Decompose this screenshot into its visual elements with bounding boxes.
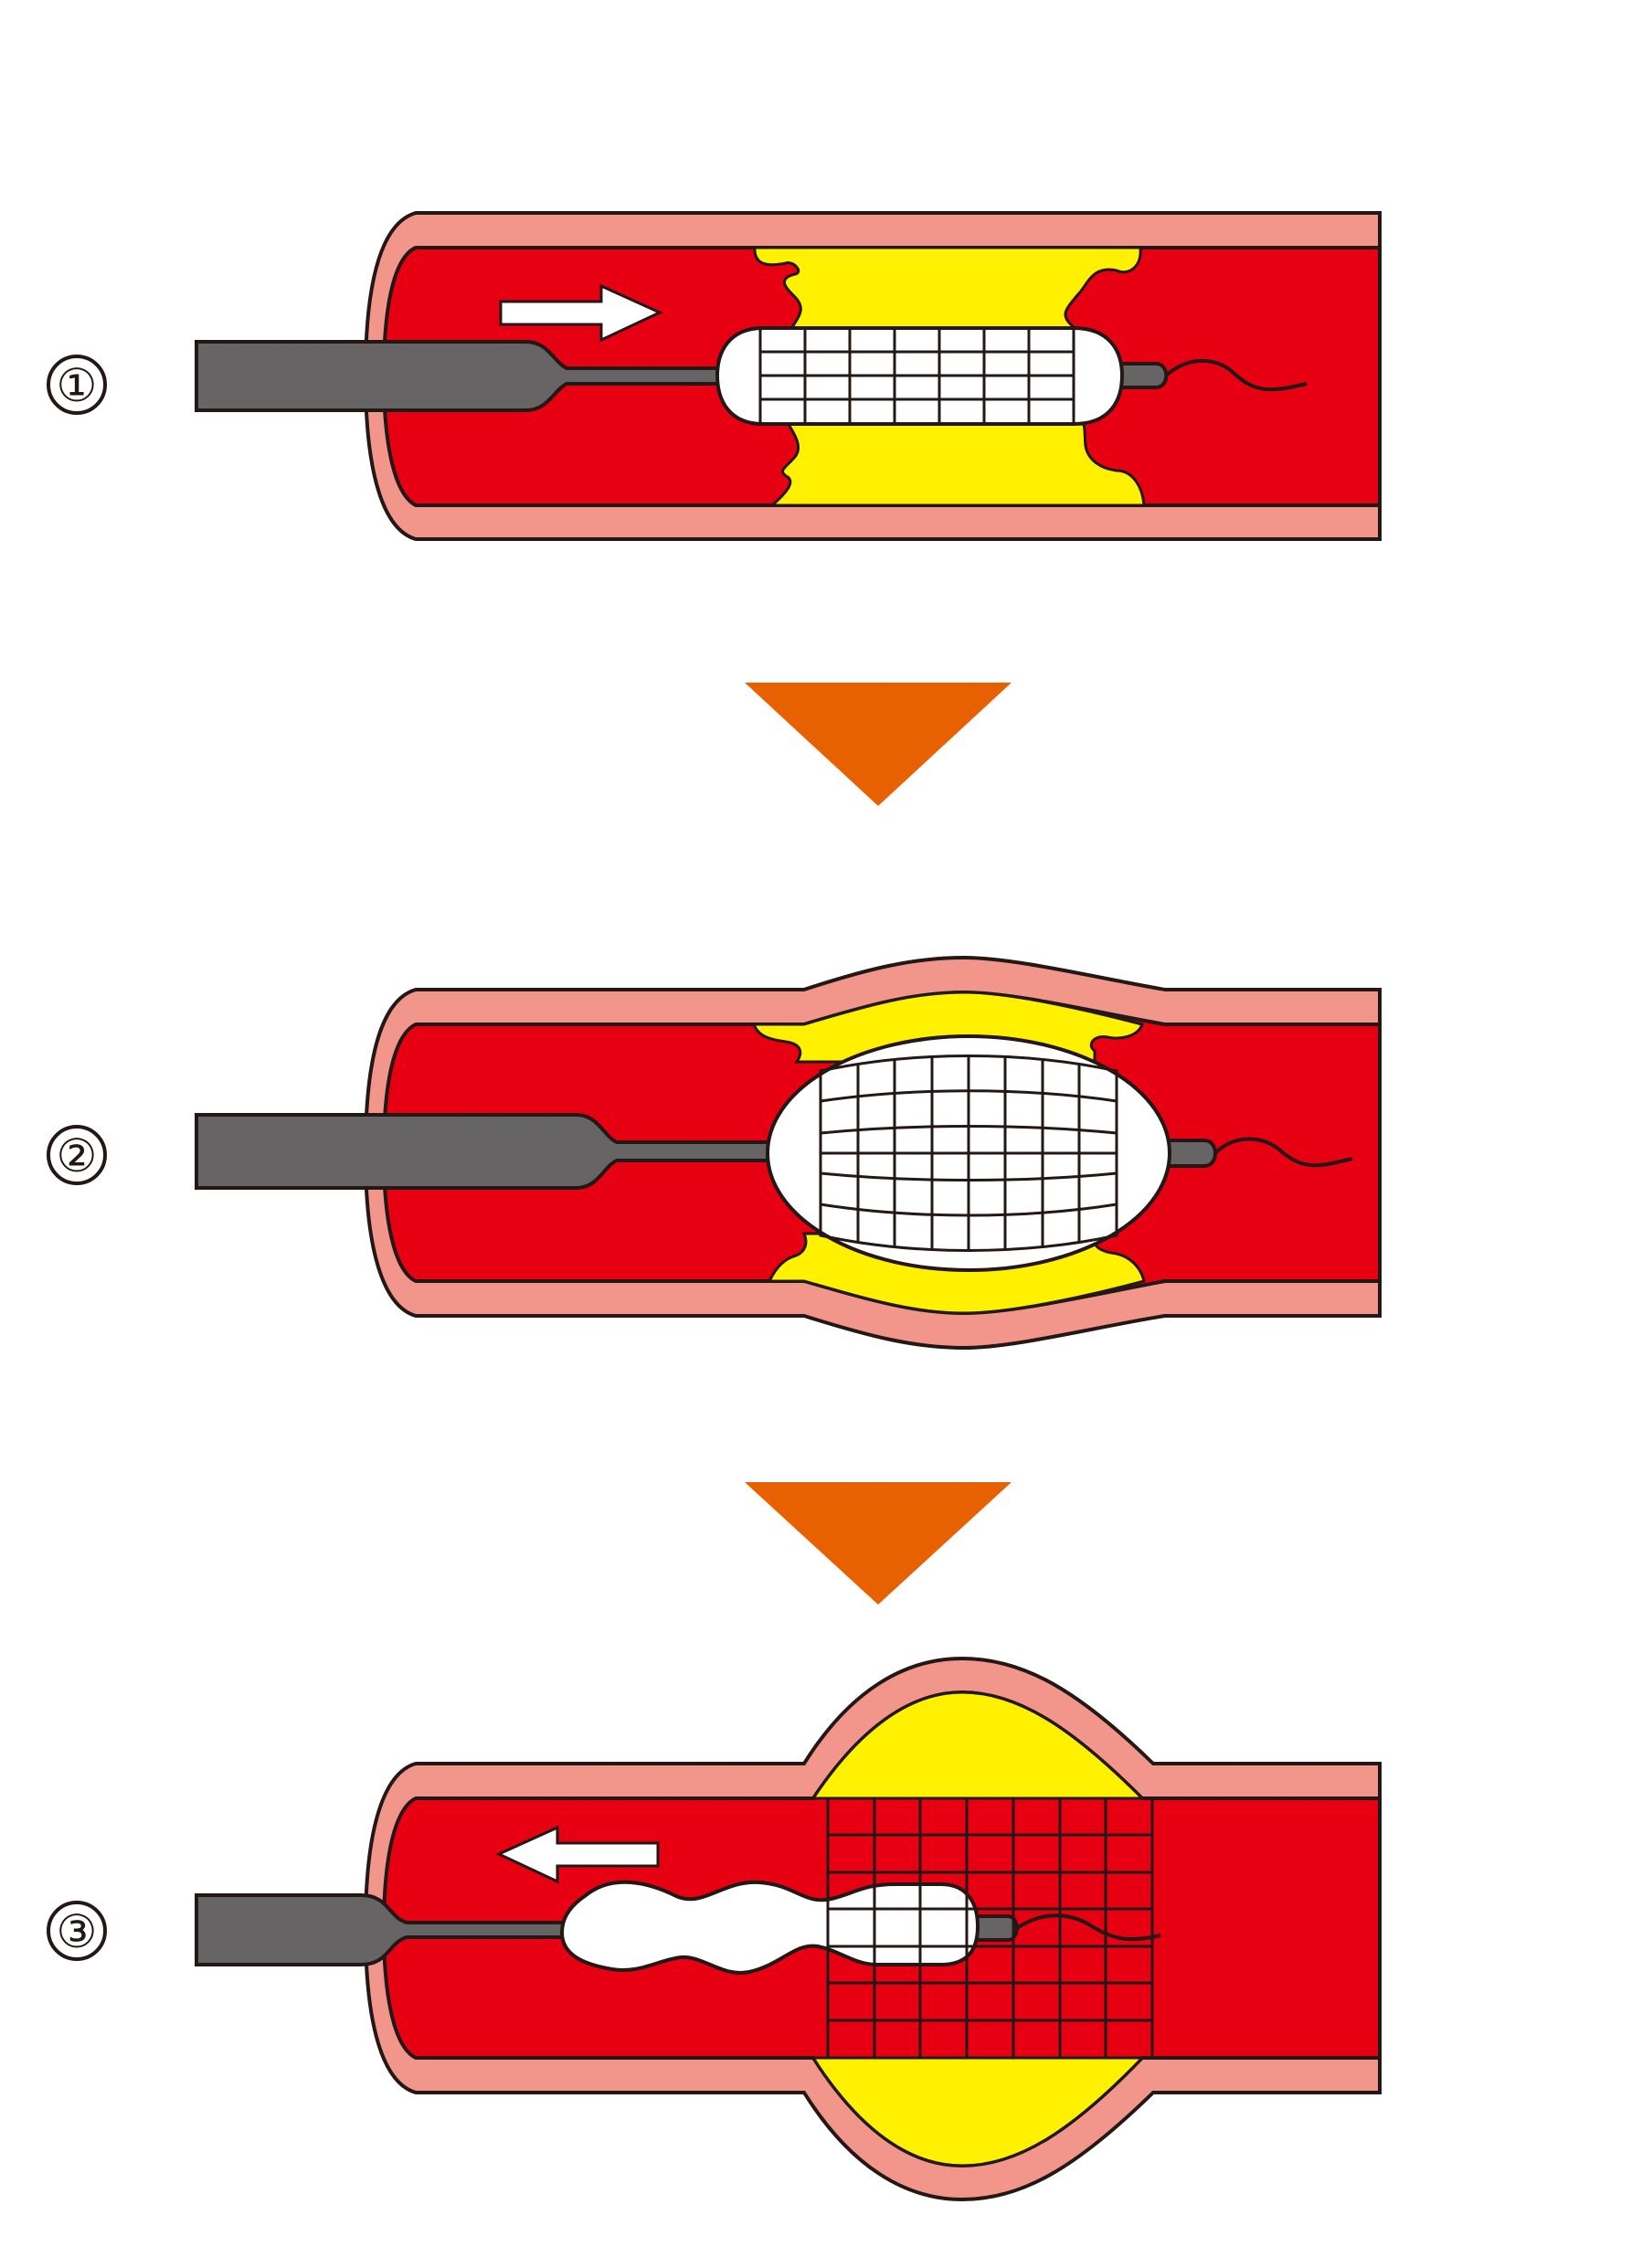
- step-2-label: ②: [57, 1129, 98, 1182]
- step-3-panel: ③: [47, 1656, 1382, 2202]
- step-1-label: ①: [57, 359, 98, 412]
- triangle-down-icon: [745, 1482, 1012, 1605]
- step-1-badge: [47, 355, 107, 415]
- triangle-down-icon: [745, 683, 1012, 806]
- step-1-panel: ①: [47, 211, 1382, 541]
- step-2-badge: [47, 1125, 107, 1185]
- step-2-panel: ②: [47, 955, 1382, 1351]
- plaque-bottom: [810, 2056, 1146, 2167]
- balloon-deflated: [559, 1880, 980, 1975]
- stent-deployed: [826, 1796, 1154, 2060]
- stent-collapsed: [758, 326, 1075, 426]
- block-arrow-icon: [495, 1825, 660, 1884]
- guidewire: [1015, 1913, 1161, 1942]
- plaque-top: [810, 1690, 1146, 1800]
- block-arrow-icon: [499, 283, 663, 343]
- guidewire: [1213, 1137, 1353, 1168]
- guidewire: [1164, 358, 1308, 392]
- stent-expanding: [819, 1055, 1118, 1252]
- step-3-label: ③: [57, 1905, 98, 1958]
- step-3-badge: [47, 1901, 107, 1961]
- plaque-top: [753, 246, 1142, 340]
